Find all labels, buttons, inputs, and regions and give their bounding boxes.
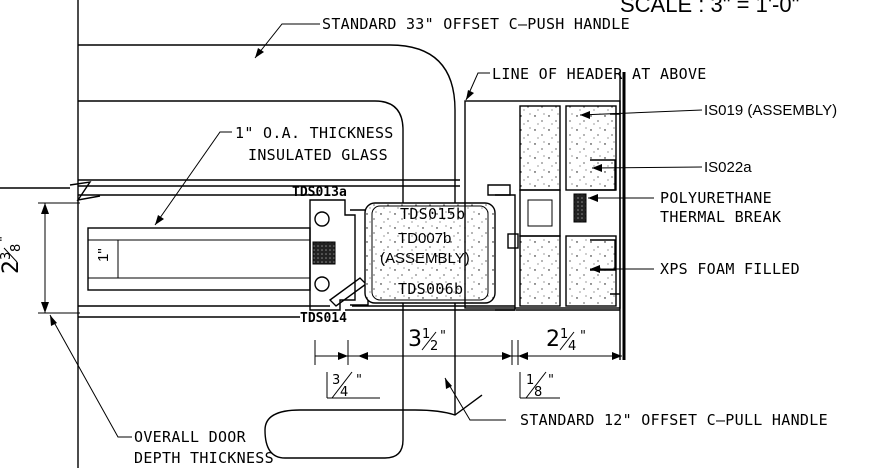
callout-is022a: IS022a — [704, 159, 752, 176]
svg-text:2: 2 — [430, 339, 438, 354]
callout-header-line: LINE OF HEADER AT ABOVE — [492, 65, 707, 83]
svg-text:1: 1 — [560, 327, 568, 342]
dim-1-8: 1 8 " — [519, 371, 560, 400]
svg-text:4: 4 — [340, 385, 348, 400]
tag-assembly: (ASSEMBLY) — [380, 250, 470, 267]
tag-tds015b: TDS015b — [400, 205, 465, 223]
dim-glass-1in: 1" — [95, 248, 112, 262]
svg-text:3: 3 — [408, 327, 422, 352]
scale-label: SCALE : 3" = 1'-0" — [620, 0, 799, 17]
dim-2-3-8: 2 3 8 " — [0, 236, 24, 274]
callout-xps: XPS FOAM FILLED — [660, 260, 800, 278]
svg-text:1: 1 — [422, 327, 430, 342]
callout-thermal-break: THERMAL BREAK — [660, 208, 781, 226]
dim-3-1-2: 3 1 2 " — [408, 327, 446, 354]
svg-text:1: 1 — [526, 373, 534, 388]
header-assembly — [464, 72, 626, 360]
callout-overall-door: OVERALL DOOR — [134, 428, 247, 446]
dimension-lines — [38, 202, 622, 365]
tag-tds013a: TDS013a — [292, 185, 347, 200]
svg-text:2: 2 — [546, 327, 560, 352]
callout-depth-thickness: DEPTH THICKNESS — [134, 449, 274, 467]
leader-lines — [49, 23, 703, 438]
svg-text:": " — [548, 373, 554, 388]
callout-push-handle: STANDARD 33" OFFSET C–PUSH HANDLE — [322, 15, 630, 33]
svg-text:4: 4 — [568, 339, 576, 354]
tag-td007b: TD007b — [398, 230, 451, 247]
dim-3-4: 3 4 " — [326, 371, 380, 400]
tag-tds006b: TDS006b — [398, 280, 463, 298]
svg-text:8: 8 — [9, 244, 24, 252]
callout-glass-insulated: INSULATED GLASS — [248, 146, 388, 164]
insulated-glass — [87, 227, 336, 291]
svg-text:3: 3 — [332, 373, 340, 388]
svg-text:3: 3 — [0, 252, 14, 260]
td007b-assembly-block — [364, 202, 496, 304]
svg-text:8: 8 — [534, 385, 542, 400]
svg-text:": " — [440, 329, 446, 344]
svg-text:2: 2 — [0, 260, 24, 274]
callout-glass-thickness: 1" O.A. THICKNESS — [235, 124, 394, 142]
svg-text:": " — [356, 373, 362, 388]
svg-text:": " — [0, 236, 12, 242]
frame-profile-center — [345, 184, 519, 311]
svg-text:": " — [580, 329, 586, 344]
callout-pull-handle: STANDARD 12" OFFSET C–PULL HANDLE — [520, 411, 828, 429]
push-handle-outline — [230, 44, 456, 440]
pull-handle-outline — [264, 394, 483, 459]
tag-tds014: TDS014 — [300, 311, 347, 326]
callout-is019: IS019 (ASSEMBLY) — [704, 102, 837, 119]
door-panel-outline — [0, 0, 460, 468]
callout-polyurethane: POLYURETHANE — [660, 189, 772, 207]
dim-2-1-4: 2 1 4 " — [546, 327, 586, 354]
